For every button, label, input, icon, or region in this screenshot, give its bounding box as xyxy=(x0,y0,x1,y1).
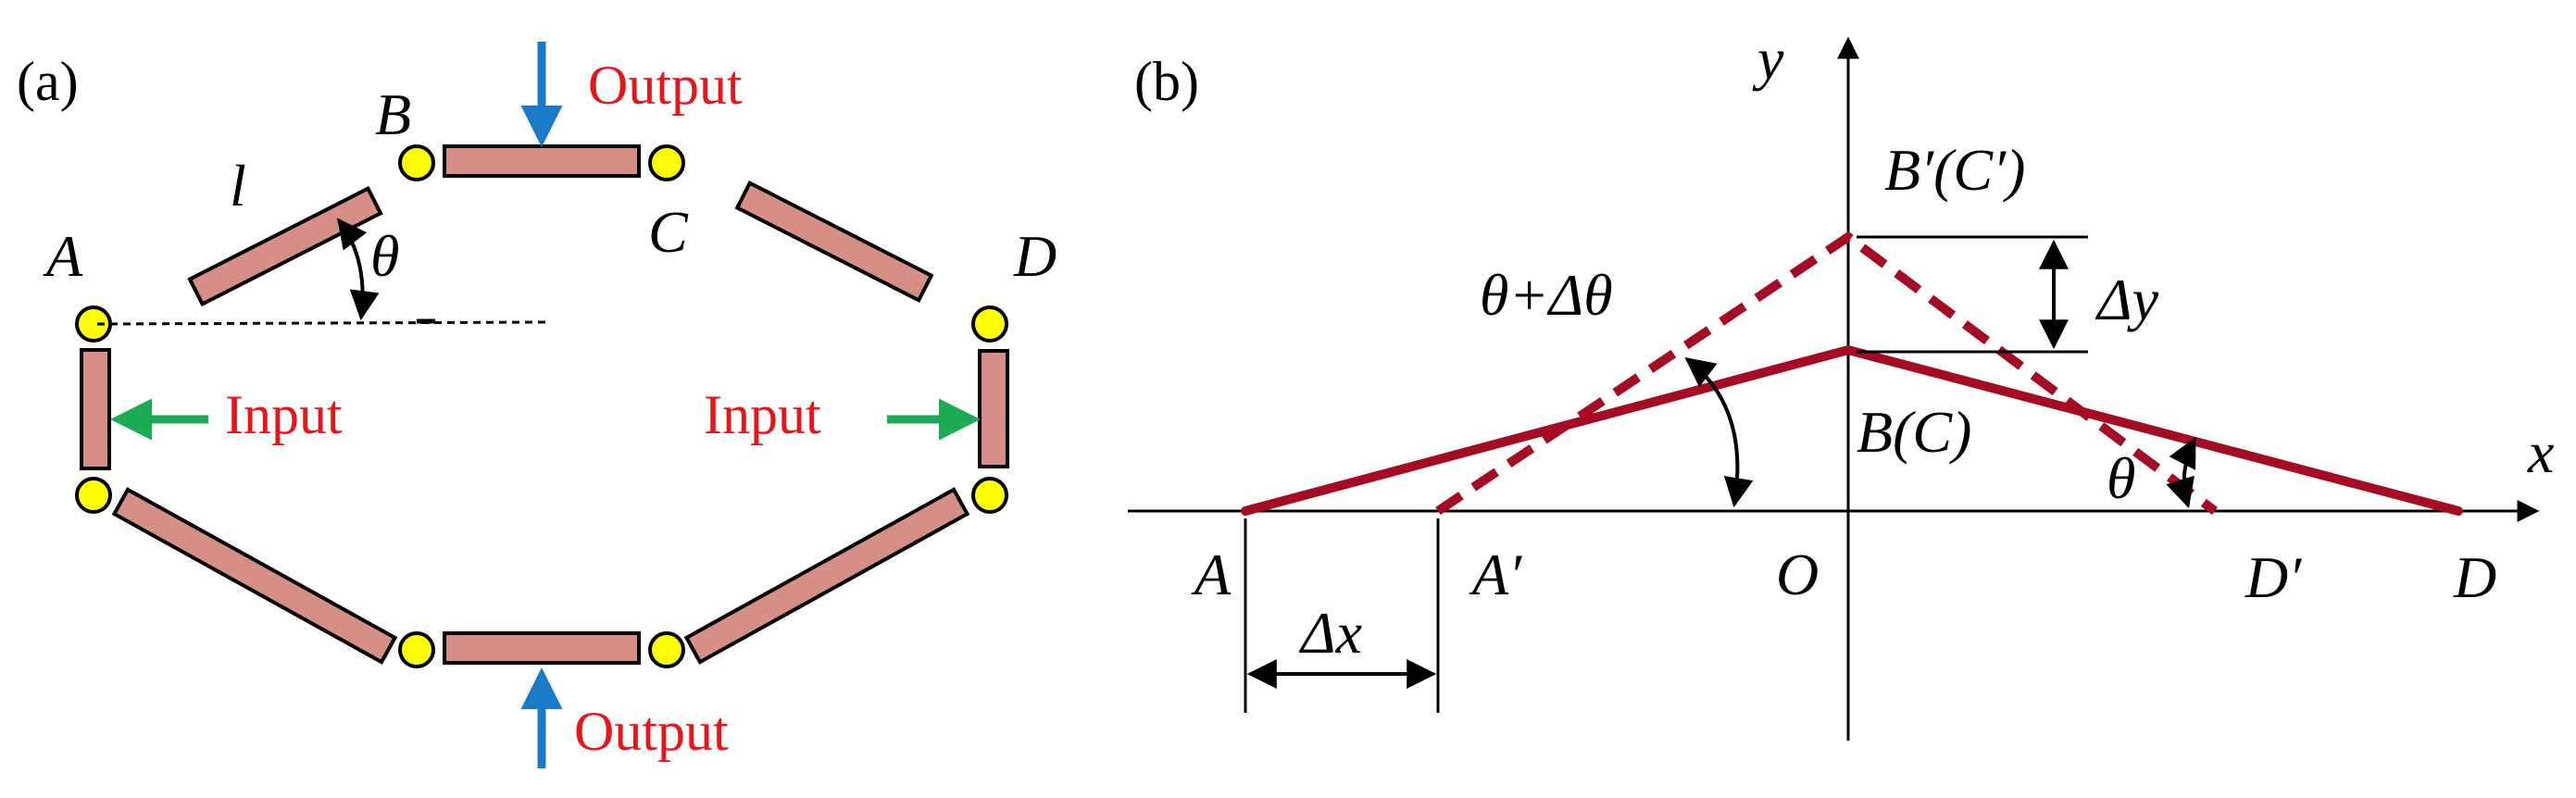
point-A-label: A xyxy=(1191,542,1232,607)
panel-b: (b) x y O A A′ B(C) B′(C′) D D′ Δy Δx θ+… xyxy=(1128,26,2554,741)
bar-A-B xyxy=(187,185,383,307)
bar-lower-right xyxy=(683,487,970,665)
bar-D-right xyxy=(978,349,1009,468)
joint-B-label: B xyxy=(375,81,411,147)
bar-B-C-top xyxy=(443,144,641,178)
panel-b-label: (b) xyxy=(1134,51,1199,112)
displaced-configuration-links xyxy=(1435,231,2218,516)
linkage-joints xyxy=(75,144,1008,668)
joint-C xyxy=(648,144,685,181)
bar-A-left xyxy=(80,348,111,470)
joint-lower-left xyxy=(75,477,112,514)
angle-theta-plus-delta-arc xyxy=(1684,357,1754,508)
bar-C-D xyxy=(734,181,934,303)
output-label-bottom: Output xyxy=(574,701,729,762)
point-B-C-label: B(C) xyxy=(1857,399,1971,465)
joint-lower-right xyxy=(971,477,1008,514)
delta-x-label: Δx xyxy=(1298,600,1362,666)
bar-lower-left xyxy=(111,487,398,665)
angle-theta-label: θ xyxy=(370,223,399,289)
joint-A-label: A xyxy=(43,223,83,289)
output-label-top: Output xyxy=(588,55,743,116)
bar-bottom xyxy=(443,631,641,665)
joint-A xyxy=(75,305,112,343)
angle-theta-label-b: θ xyxy=(2107,445,2135,511)
y-axis-label: y xyxy=(1752,26,1784,92)
angle-theta-plus-delta-label: θ+Δθ xyxy=(1480,262,1613,328)
panel-a-label: (a) xyxy=(17,51,79,112)
input-label-left: Input xyxy=(225,384,343,445)
joint-B xyxy=(398,144,435,181)
angle-theta-arc xyxy=(337,218,380,321)
point-A-prime-label: A′ xyxy=(1469,542,1522,607)
delta-y-label: Δy xyxy=(2095,267,2159,332)
joint-C-label: C xyxy=(648,199,689,265)
link-length-label: l xyxy=(230,153,246,218)
point-B-C-prime-label: B′(C′) xyxy=(1884,137,2025,203)
horizontal-reference-line xyxy=(96,320,547,326)
joint-bottom-right xyxy=(648,631,685,668)
angle-theta-arc-b xyxy=(2166,437,2196,509)
initial-configuration-links xyxy=(1241,344,2463,516)
point-D-label: D xyxy=(2453,544,2496,610)
linkage-bars xyxy=(80,144,1009,665)
x-axis-label: x xyxy=(2527,419,2554,485)
point-D-prime-label: D′ xyxy=(2245,544,2302,610)
joint-bottom-left xyxy=(398,631,435,668)
origin-label: O xyxy=(1776,542,1819,607)
input-label-right: Input xyxy=(704,384,821,445)
joint-D-label: D xyxy=(1013,223,1057,289)
joint-D xyxy=(971,305,1008,343)
panel-a: (a) θ A B C xyxy=(17,42,1057,768)
